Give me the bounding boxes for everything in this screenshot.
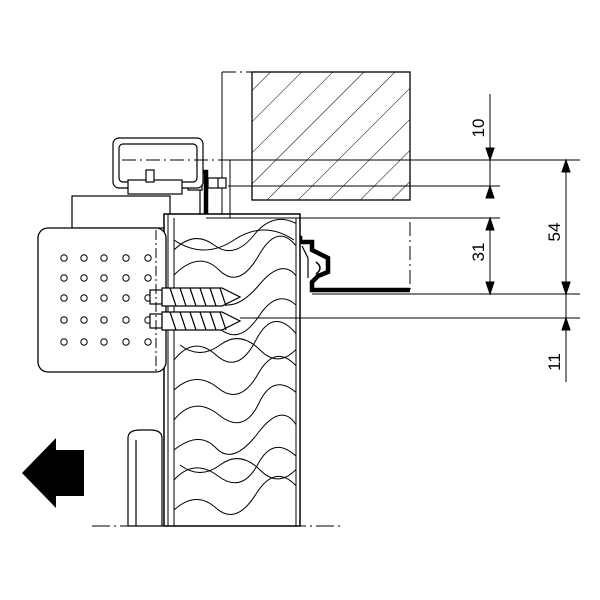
frame-block <box>221 71 411 292</box>
closer-dot <box>122 294 130 302</box>
closer-dot <box>144 338 152 346</box>
mounting-plate <box>71 195 171 229</box>
closer-dot <box>122 316 130 324</box>
closer-dot <box>60 316 68 324</box>
closer-dot <box>144 254 152 262</box>
closer-arm-bracket <box>112 137 204 195</box>
closer-dot <box>122 254 130 262</box>
closer-dot <box>100 254 108 262</box>
wood-screw-upper <box>149 287 242 307</box>
closer-dot <box>80 254 88 262</box>
closer-dot <box>122 274 130 282</box>
closer-dot <box>60 274 68 282</box>
hinge-pin <box>127 429 163 527</box>
arrow-left-icon <box>22 438 84 508</box>
closer-dot <box>80 316 88 324</box>
closer-dot <box>60 254 68 262</box>
closer-dot <box>100 338 108 346</box>
closer-dot <box>122 338 130 346</box>
closer-dot <box>60 338 68 346</box>
wood-screw-lower <box>149 311 242 331</box>
closer-dot <box>100 294 108 302</box>
closer-dot <box>80 338 88 346</box>
dimension-lines <box>485 94 571 382</box>
closer-dot <box>60 294 68 302</box>
dimension-label-31: 31 <box>469 243 488 262</box>
dimension-label-11: 11 <box>545 353 564 371</box>
dimension-label-54: 54 <box>545 223 564 242</box>
wood-screws <box>149 287 242 331</box>
closer-dot <box>80 294 88 302</box>
dimension-label-10: 10 <box>469 119 488 138</box>
closer-dot <box>144 274 152 282</box>
closer-dot <box>80 274 88 282</box>
door-leaf <box>163 213 301 527</box>
closer-dot <box>100 316 108 324</box>
centerlines <box>92 159 340 527</box>
extension-lines <box>206 159 580 319</box>
closer-dot <box>100 274 108 282</box>
door-closer-body <box>37 227 167 373</box>
